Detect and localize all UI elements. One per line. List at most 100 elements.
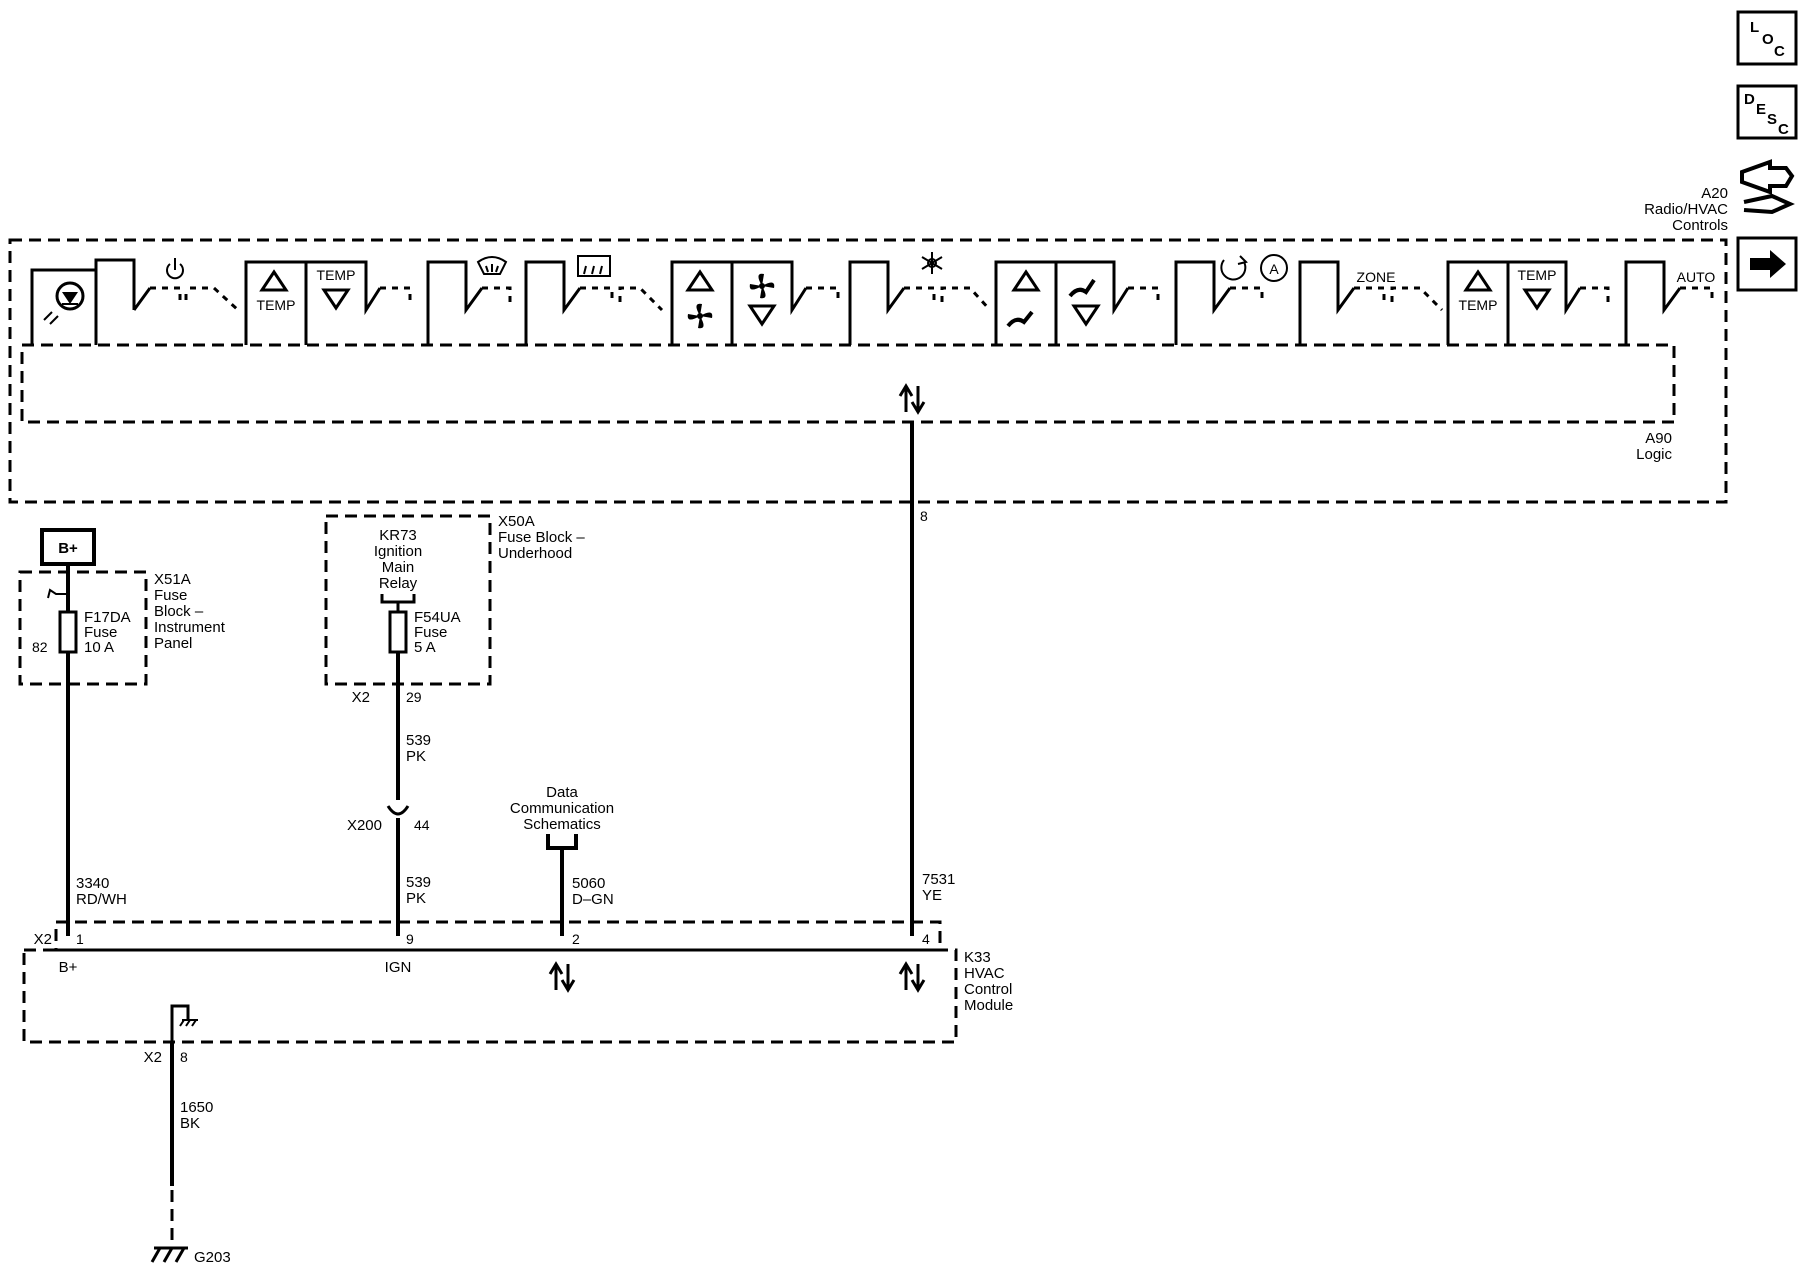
k33-ground-connector-label: X2	[144, 1049, 162, 1066]
x51a-name-label-4: Panel	[154, 635, 192, 652]
f54ua-fuse-label: Fuse	[414, 624, 447, 641]
k33-pin-4-label: 4	[922, 931, 930, 947]
loc-letter-c: C	[1774, 43, 1785, 60]
loc-button[interactable]: L O C	[1736, 10, 1798, 66]
temp-up-label-driver: TEMP	[257, 297, 296, 313]
temp-up-triangle-icon-passenger	[1463, 269, 1493, 292]
switch-power	[94, 258, 188, 345]
k33-connector-label: X2	[34, 931, 52, 948]
x51a-name-label-1: Fuse	[154, 587, 187, 604]
switch-ac	[848, 252, 992, 345]
a20-name-label-2: Controls	[1672, 217, 1728, 234]
desc-button[interactable]: D E S C	[1736, 84, 1798, 140]
f17da-rating-label: 10 A	[84, 639, 114, 656]
relay-output-bracket	[380, 594, 416, 612]
kr73-name-label-1: Ignition	[374, 543, 422, 560]
auto-recirc-icon: A	[1260, 254, 1288, 282]
wire-539-upper-color-label: PK	[406, 748, 426, 765]
auto-recirc-letter: A	[1269, 261, 1279, 277]
fan-up-triangle-icon	[685, 269, 715, 292]
temp-down-triangle-icon	[321, 288, 351, 311]
a90-pin-8-label: 8	[920, 508, 928, 524]
switch-auto: AUTO	[1624, 260, 1716, 345]
internal-ground-icon	[170, 1004, 198, 1042]
switch-fan-up	[670, 260, 734, 345]
wire-3340-circuit-label: 3340	[76, 875, 109, 892]
k33-id-label: K33	[964, 949, 991, 966]
serial-data-arrow-icon-a90	[898, 383, 926, 415]
ground-g203-icon	[150, 1246, 188, 1263]
temp-down-triangle-icon-passenger	[1522, 288, 1552, 311]
connector-view-icon[interactable]	[1740, 159, 1795, 215]
wire-5060-circuit-label: 5060	[572, 875, 605, 892]
loc-letter-l: L	[1750, 19, 1759, 36]
kr73-id-label: KR73	[379, 527, 417, 544]
seat-occupant-icon-lower	[1006, 310, 1034, 328]
wire-539-lower-color-label: PK	[406, 890, 426, 907]
x50a-name-label-1: Fuse Block –	[498, 529, 585, 546]
k33-name-label-1: HVAC	[964, 965, 1005, 982]
kr73-name-label-2: Main	[382, 559, 415, 576]
switch-air-dist-up	[994, 260, 1058, 345]
x50a-pin-29-label: 29	[406, 689, 422, 705]
auto-label: AUTO	[1677, 269, 1716, 285]
x200-inline-connector	[386, 805, 410, 816]
a90-logic-boundary	[20, 343, 1676, 424]
f54ua-rating-label: 5 A	[414, 639, 436, 656]
next-page-arrow-icon[interactable]	[1736, 236, 1798, 292]
a20-name-label-1: Radio/HVAC	[1644, 201, 1728, 218]
data-comm-label-3: Schematics	[523, 816, 601, 833]
switch-temp-up-passenger: TEMP	[1446, 260, 1510, 345]
battery-source: B+	[40, 528, 96, 566]
switch-temp-up-driver: TEMP	[190, 260, 308, 345]
serial-data-arrow-icon-k33-pin4	[898, 961, 926, 993]
x50a-name-label-2: Underhood	[498, 545, 572, 562]
kr73-name-label-3: Relay	[379, 575, 418, 592]
k33-pin-1-label: 1	[76, 931, 84, 947]
data-comm-label-2: Communication	[510, 800, 614, 817]
temp-up-label-passenger: TEMP	[1459, 297, 1498, 313]
switch-front-defrost	[426, 256, 512, 345]
wire-1650-circuit-label: 1650	[180, 1099, 213, 1116]
k33-pin-9-label: 9	[406, 931, 414, 947]
a20-id-label: A20	[1701, 185, 1728, 202]
x51a-pin-82-label: 82	[32, 639, 48, 655]
desc-letter-s: S	[1767, 111, 1777, 128]
switch-recirc: A	[1174, 254, 1288, 345]
k33-bplus-input-label: B+	[59, 959, 78, 976]
wire-7531-color-label: YE	[922, 887, 942, 904]
wire-7531-circuit-label: 7531	[922, 871, 955, 888]
battery-bplus-label: B+	[58, 540, 78, 557]
wire-539-upper-circuit-label: 539	[406, 732, 431, 749]
loc-letter-o: O	[1762, 31, 1774, 48]
temp-up-triangle-icon	[259, 269, 289, 292]
air-dist-up-triangle-icon	[1011, 269, 1041, 292]
k33-name-label-3: Module	[964, 997, 1013, 1014]
fan-icon-left	[687, 303, 713, 329]
snowflake-icon	[921, 252, 943, 274]
g203-id-label: G203	[194, 1249, 231, 1266]
power-icon	[166, 258, 184, 280]
wire-3340-color-label: RD/WH	[76, 891, 127, 908]
x50a-fuse-block-boundary	[324, 514, 492, 686]
x51a-fuse-block-boundary	[18, 570, 148, 686]
serial-data-arrow-icon-k33-pin2	[548, 961, 576, 993]
x51a-name-label-3: Instrument	[154, 619, 226, 636]
recirculation-icon	[1220, 255, 1248, 281]
x200-id-label: X200	[347, 817, 382, 834]
desc-letter-e: E	[1756, 101, 1766, 118]
indicator-led-icon	[30, 268, 98, 345]
a90-name-label: Logic	[1636, 446, 1672, 463]
fuse-f17da	[58, 610, 78, 654]
wire-5060-color-label: D–GN	[572, 891, 614, 908]
switch-air-dist-down	[1056, 260, 1160, 327]
k33-ign-input-label: IGN	[385, 959, 412, 976]
fan-icon-right	[749, 273, 775, 299]
temp-down-label-driver: TEMP	[317, 267, 356, 283]
x50a-connector-label: X2	[352, 689, 370, 706]
k33-module-boundary	[22, 948, 958, 1044]
desc-letter-d: D	[1744, 91, 1755, 108]
switch-zone: ZONE	[1298, 260, 1444, 345]
f17da-fuse-label: Fuse	[84, 624, 117, 641]
x200-pin-44-label: 44	[414, 817, 430, 833]
